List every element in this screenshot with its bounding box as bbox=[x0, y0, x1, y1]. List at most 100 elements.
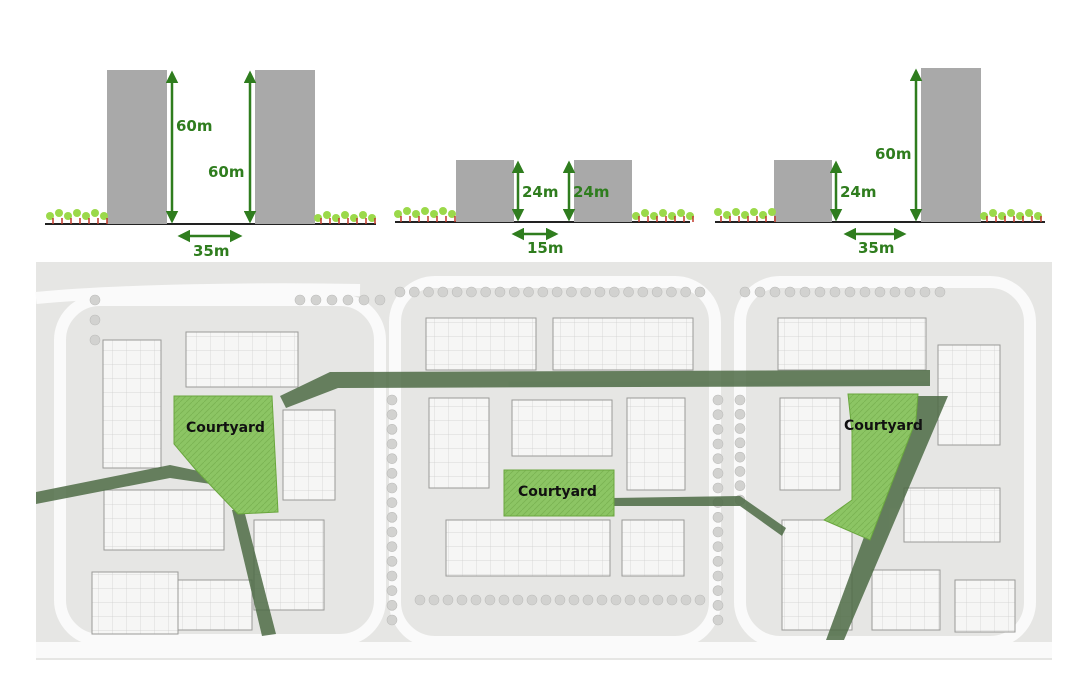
tree-canopy-icon bbox=[666, 594, 678, 606]
tree-canopy-icon bbox=[814, 286, 826, 298]
tree-canopy-icon bbox=[638, 594, 650, 606]
tree-icon bbox=[1025, 209, 1033, 217]
height-label-right: 60m bbox=[875, 145, 912, 163]
walkway-network bbox=[36, 370, 948, 640]
tree-icon bbox=[1034, 212, 1042, 220]
tree-icon bbox=[359, 211, 367, 219]
tree-icon bbox=[314, 214, 322, 222]
tree-canopy-icon bbox=[498, 594, 510, 606]
tree-icon bbox=[64, 212, 72, 220]
tree-canopy-icon bbox=[712, 394, 724, 406]
tree-row-right bbox=[980, 209, 1042, 222]
tree-canopy-icon bbox=[734, 451, 746, 463]
tree-canopy-icon bbox=[582, 594, 594, 606]
tree-canopy-icon bbox=[374, 294, 386, 306]
tree-canopy-icon bbox=[859, 286, 871, 298]
tree-canopy-icon bbox=[89, 334, 101, 346]
tree-canopy-icon bbox=[554, 594, 566, 606]
tree-canopy-icon bbox=[680, 594, 692, 606]
building-footprints bbox=[91, 317, 1016, 635]
tree-icon bbox=[998, 212, 1006, 220]
tree-icon bbox=[650, 212, 658, 220]
tree-canopy-icon bbox=[799, 286, 811, 298]
tree-canopy-icon bbox=[386, 526, 398, 538]
building-footprint bbox=[903, 487, 1001, 543]
tree-icon bbox=[421, 207, 429, 215]
tree-icon bbox=[750, 208, 758, 216]
tree-canopy-icon bbox=[540, 594, 552, 606]
tree-canopy-icon bbox=[919, 286, 931, 298]
tree-icon bbox=[350, 214, 358, 222]
tree-icon bbox=[1007, 209, 1015, 217]
tree-canopy-icon bbox=[386, 409, 398, 420]
tree-canopy-icon bbox=[712, 585, 724, 596]
site-plan: Courtyard Courtyard Courtyard bbox=[35, 262, 1052, 660]
height-label-left: 60m bbox=[176, 117, 213, 135]
walkway-segment bbox=[826, 396, 948, 640]
tree-canopy-icon bbox=[874, 286, 886, 298]
tree-canopy-icon bbox=[712, 453, 724, 464]
building-footprint bbox=[779, 397, 841, 491]
tree-icon bbox=[1016, 212, 1024, 220]
tree-canopy-icon bbox=[394, 286, 406, 298]
tree-canopy-icon bbox=[712, 541, 724, 552]
tree-icon bbox=[741, 211, 749, 219]
tree-canopy-icon bbox=[386, 512, 398, 523]
tree-canopy-icon bbox=[734, 408, 746, 420]
tree-row-right bbox=[314, 211, 376, 224]
tree-canopy-icon bbox=[508, 286, 520, 298]
tree-canopy-icon bbox=[712, 424, 724, 435]
tree-canopy-icon bbox=[386, 585, 398, 596]
building-right bbox=[921, 68, 981, 222]
tree-canopy-icon bbox=[712, 600, 724, 611]
tree-icon bbox=[73, 209, 81, 217]
tree-canopy-icon bbox=[712, 438, 724, 450]
tree-canopy-icon bbox=[386, 570, 398, 582]
tree-canopy-icon bbox=[386, 438, 398, 450]
building-footprint bbox=[428, 397, 490, 489]
tree-canopy-icon bbox=[651, 286, 663, 298]
tree-canopy-icon bbox=[889, 286, 901, 298]
tree-canopy-icon bbox=[466, 286, 477, 298]
tree-icon bbox=[641, 209, 649, 217]
tree-canopy-icon bbox=[596, 594, 608, 606]
tree-canopy-icon bbox=[712, 526, 724, 538]
walkway-segment bbox=[610, 496, 786, 536]
building-footprint bbox=[102, 339, 162, 469]
tree-canopy-icon bbox=[754, 286, 766, 298]
tree-canopy-icon bbox=[437, 286, 449, 298]
tree-canopy-icon bbox=[386, 482, 398, 494]
tree-canopy-icon bbox=[712, 409, 724, 420]
walkway-segment bbox=[280, 370, 930, 408]
tree-canopy-icon bbox=[712, 556, 724, 567]
tree-canopy-icon bbox=[734, 394, 746, 406]
tree-canopy-icon bbox=[89, 314, 101, 326]
tree-icon bbox=[323, 211, 331, 219]
courtyard-central bbox=[503, 469, 615, 517]
building-footprint bbox=[177, 579, 253, 631]
tree-icon bbox=[714, 208, 722, 216]
tree-canopy-icon bbox=[310, 294, 322, 306]
building-footprint bbox=[552, 317, 694, 371]
tree-canopy-icon bbox=[594, 286, 606, 298]
building-right bbox=[574, 160, 632, 222]
tree-canopy-icon bbox=[580, 286, 592, 298]
tree-canopy-icon bbox=[326, 294, 338, 306]
building-footprint bbox=[621, 519, 685, 577]
tree-icon bbox=[100, 212, 108, 220]
tree-canopy-icon bbox=[734, 480, 746, 492]
courtyard-west bbox=[173, 395, 279, 515]
tree-canopy-icon bbox=[442, 594, 454, 606]
tree-icon bbox=[448, 210, 456, 218]
tree-canopy-icon bbox=[456, 594, 468, 606]
building-left bbox=[774, 160, 832, 222]
tree-canopy-icon bbox=[408, 286, 420, 298]
tree-icon bbox=[759, 211, 767, 219]
walkway-segment bbox=[232, 510, 276, 636]
tree-canopy-icon bbox=[414, 594, 426, 606]
tree-icon bbox=[677, 209, 685, 217]
tree-canopy-icon bbox=[526, 594, 538, 606]
building-footprint bbox=[777, 317, 927, 371]
tree-row-right bbox=[632, 209, 694, 222]
tree-canopy-icon bbox=[386, 614, 398, 626]
